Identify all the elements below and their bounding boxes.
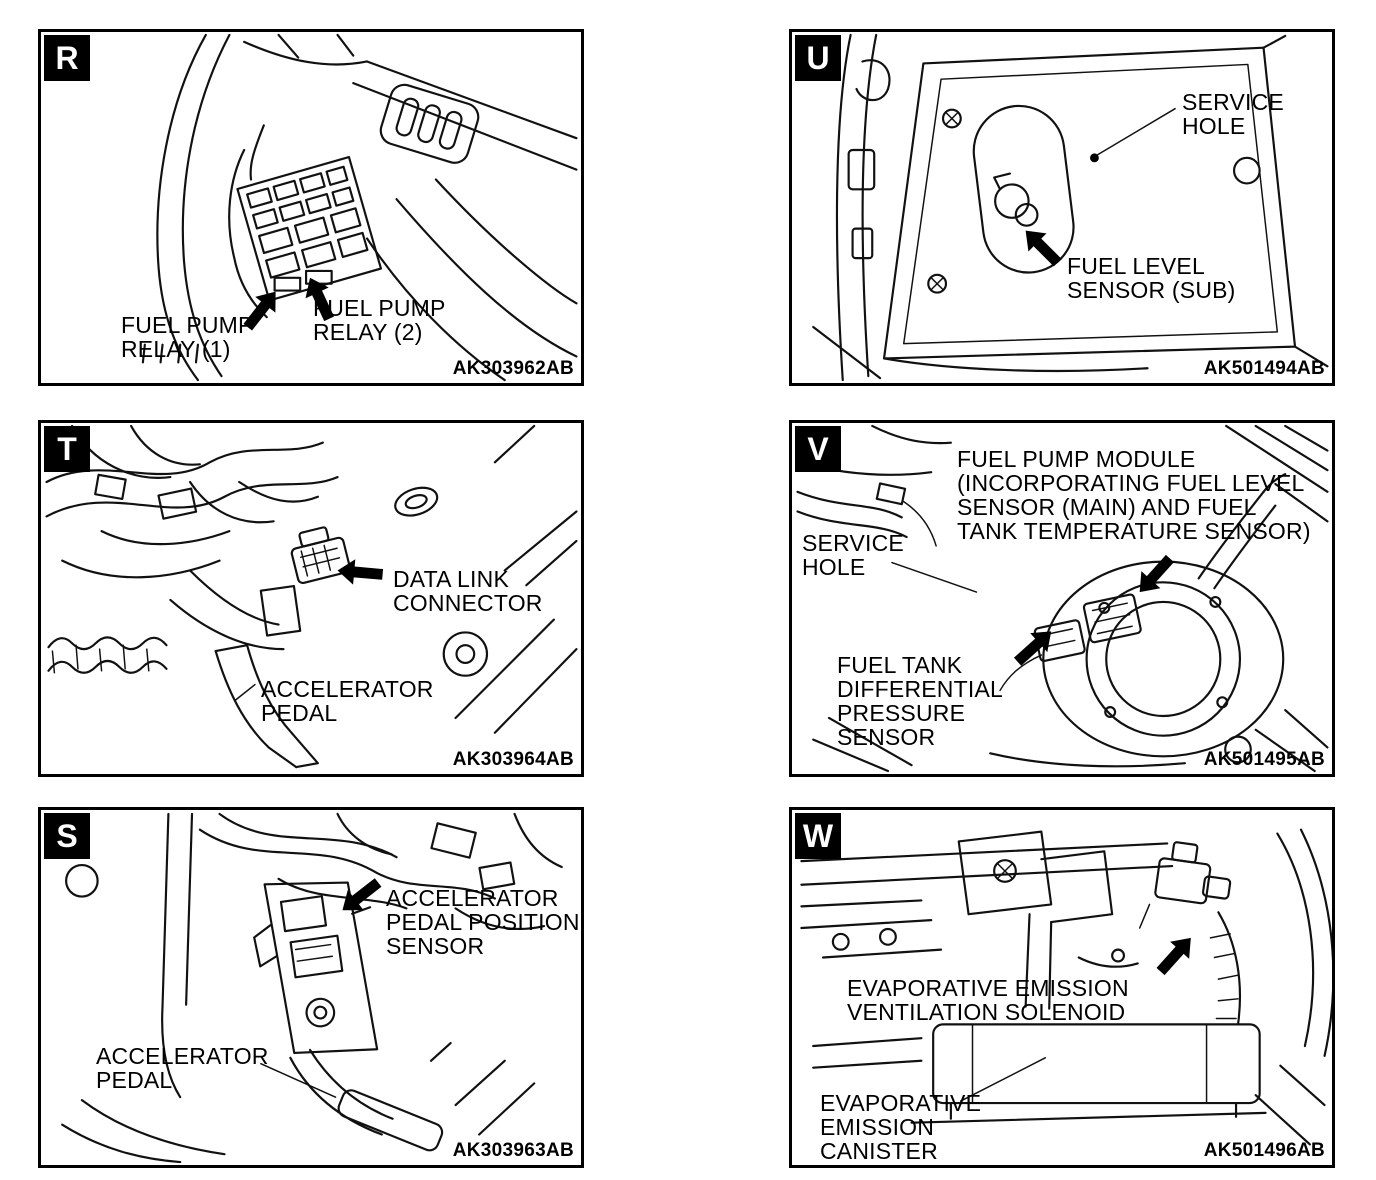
arrow-data-link-connector [336,557,384,588]
panel-S-letter-badge: S [44,813,90,859]
accelerator-pedal-leader-line [234,683,256,701]
service-hole-dot [1090,153,1099,163]
label-fuel-level-sensor-sub: FUEL LEVEL SENSOR (SUB) [1067,253,1236,304]
panel-T-letter-badge: T [44,426,90,472]
accelerator-pedal-part-s [289,1056,383,1136]
panel-S-line-art [61,812,563,1164]
dash-vent [379,83,480,164]
label-evaporative-emission-ventilation-solenoid: EVAPORATIVE EMISSION VENTILATION SOLENOI… [847,975,1129,1026]
label-accelerator-pedal-t: ACCELERATOR PEDAL [261,676,434,727]
ribbed-hose [1217,911,1241,1026]
panel-W: W EVAPORATIVE EMISSION VENTILATION SOLEN… [789,807,1335,1168]
label-data-link-connector: DATA LINK CONNECTOR [393,566,543,617]
figure-code-U: AK501494AB [1203,358,1325,379]
panel-S: S ACCELERATOR PEDAL POSITION SENSOR ACCE… [38,807,584,1168]
label-service-hole: SERVICE HOLE [1182,89,1284,140]
panel-R-letter-badge: R [44,35,90,81]
panel-T-line-art [45,424,578,769]
evaporative-emission-canister-part [932,1023,1261,1105]
panel-R-line-art [141,33,578,382]
mounting-bracket [957,830,1053,916]
panel-W-letter-badge: W [795,813,841,859]
evaporative-emission-ventilation-solenoid-part [1154,841,1232,905]
figure-code-S: AK303963AB [452,1140,574,1161]
arrow-evaporative-emission-ventilation-solenoid [1151,929,1201,981]
label-service-hole-v: SERVICE HOLE [802,530,904,581]
label-accelerator-pedal-s: ACCELERATOR PEDAL [96,1043,269,1094]
fuel-pump-module-part [1085,581,1242,737]
panel-V: V FUEL PUMP MODULE (INCORPORATING FUEL L… [789,420,1335,777]
arrow-fuel-pump-module [1130,549,1180,601]
service-hole-leader-line [1096,107,1176,156]
panel-V-letter-badge: V [795,426,841,472]
panel-U-line-art [812,33,1329,382]
accelerator-pedal-leader-line-s [260,1062,337,1098]
panel-W-line-art [800,828,1332,1146]
arrow-fuel-level-sensor-sub [1016,221,1067,272]
panel-R: R FUEL PUMP RELAY (1) FUEL PUMP RELAY (2… [38,29,584,386]
label-fuel-pump-relay-1: FUEL PUMP RELAY (1) [121,312,254,363]
figure-code-V: AK501495AB [1203,749,1325,770]
fuel-pump-relay-1-part [273,276,302,292]
label-evaporative-emission-canister: EVAPORATIVE EMISSION CANISTER [820,1090,982,1165]
figure-code-R: AK303962AB [452,358,574,379]
label-fuel-pump-relay-2: FUEL PUMP RELAY (2) [313,295,446,346]
corrugated-tube [47,636,168,651]
label-accelerator-pedal-position-sensor: ACCELERATOR PEDAL POSITION SENSOR [386,885,580,960]
label-fuel-tank-differential-pressure-sensor: FUEL TANK DIFFERENTIAL PRESSURE SENSOR [837,652,1003,751]
accelerator-pedal-part [214,650,298,769]
figure-code-T: AK303964AB [452,749,574,770]
panel-U-letter-badge: U [795,35,841,81]
accelerator-pedal-position-sensor-part [253,881,379,1055]
service-hole-opening [972,104,1075,274]
arrow-fuel-tank-differential-pressure-sensor [1009,621,1060,672]
fuel-level-sensor-sub-part [994,183,1030,219]
fuel-pipe [1197,490,1265,580]
service-hole-leader-line-v [891,561,978,593]
panel-V-line-art [796,424,1329,773]
fuse-box [236,155,383,302]
canister-leader-line [959,1057,1047,1102]
label-fuel-pump-module: FUEL PUMP MODULE (INCORPORATING FUEL LEV… [957,446,1311,545]
panel-T: T DATA LINK CONNECTOR ACCELERATOR PEDAL … [38,420,584,777]
figure-code-W: AK501496AB [1203,1140,1325,1161]
panel-U: U SERVICE HOLE FUEL LEVEL SENSOR (SUB) A… [789,29,1335,386]
data-link-connector-part [290,526,351,585]
tank-opening [1042,560,1285,758]
